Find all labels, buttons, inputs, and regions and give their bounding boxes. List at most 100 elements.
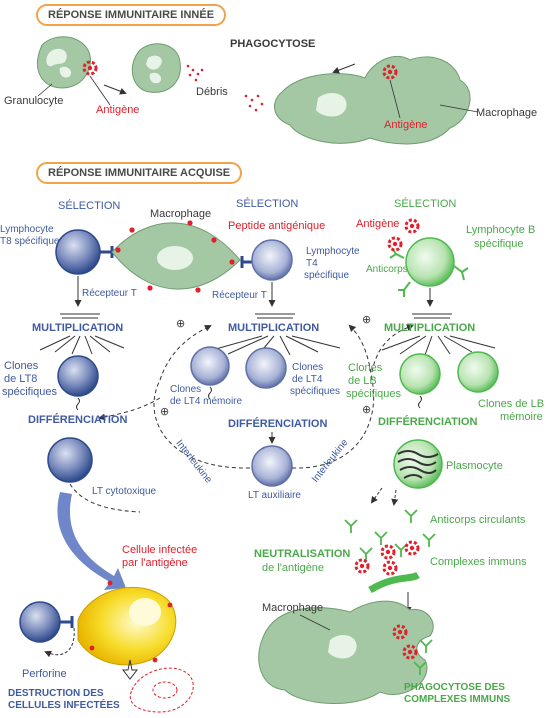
pointer-antigen-right [389,79,401,119]
debris-dots [186,64,264,112]
arrow-plasmocyte-down [370,487,383,504]
immune-complexes [354,540,420,594]
label-debris: Débris [196,86,228,98]
label-clones-lb-2: de LB [348,375,377,387]
arrow-to-macrophage [332,63,356,74]
lymphocyte-t8 [55,229,114,275]
label-lymphocyte-t4-l3: spécifique [304,270,350,281]
label-clones-lb-3: spécifiques [346,388,402,400]
label-selection-center: SÉLECTION [236,198,299,210]
clone-lt4 [245,347,287,389]
macrophage-presenting [111,220,241,293]
label-clones-lt4m-2: de LT4 mémoire [170,396,243,407]
label-clones-lt8-1: Clones [4,360,39,372]
label-clones-lb-mem-2: mémoire [500,411,543,423]
label-recepteur-left: Récepteur T [82,288,137,299]
plasmocyte-cell [393,439,443,489]
plus-sign-1: ⊕ [176,318,186,330]
clone-lt8 [57,355,99,397]
label-antigene-left: Antigène [96,104,140,116]
label-plasmocyte: Plasmocyte [446,460,503,472]
pointer-macrophage [439,104,479,113]
label-lymphocyte-t4-l1: Lymphocyte [306,246,360,257]
label-phago-complexes-1: PHAGOCYTOSE DES [404,682,505,693]
antigen-flower-1 [82,60,98,76]
label-lt-auxiliaire: LT auxiliaire [248,490,301,501]
label-neutralisation-1: NEUTRALISATION [254,548,351,560]
granulocyte-cell [37,36,91,89]
label-recepteur-center: Récepteur T [212,290,267,301]
label-cellule-infectee-1: Cellule infectée [122,544,198,556]
label-neutralisation-2: de l'antigène [262,562,325,574]
label-multiplication-left: MULTIPLICATION [32,322,124,334]
plus-sign-2: ⊕ [362,314,372,326]
big-blue-arrow [57,492,126,590]
label-lymphocyte-t4-l2: T4 [306,258,318,269]
antigen-flower-green-1 [387,236,403,252]
macrophage-bottom [258,600,434,705]
lt-cytotoxic-cell [47,437,93,483]
pointer-macrophage-bottom [299,614,331,631]
label-clones-lb-1: Clones [348,362,383,374]
clone-lt4-memory [190,346,230,386]
label-destruction-2: CELLULES INFECTÉES [8,700,120,711]
fan-right [381,313,496,356]
label-lt-cytotoxique: LT cytotoxique [92,486,157,497]
label-clones-lt4-2: de LT4 [292,374,323,385]
squiggle-left [76,397,80,411]
lt-helper-cell [251,445,293,487]
label-clones-lb-mem-1: Clones de LB [478,398,545,410]
squiggle-center [208,386,212,400]
label-phago-complexes-2: COMPLEXES IMMUNS [404,694,511,705]
label-macrophage-center: Macrophage [150,208,212,220]
lymphocyte-b [389,237,469,297]
label-perforine: Perforine [22,668,67,680]
label-clones-lt4-1: Clones [292,362,324,373]
label-lymphocyte-t8-l2: T8 spécifique [0,236,60,247]
plus-sign-3: ⊕ [160,406,170,418]
section-innate-header: RÉPONSE IMMUNITAIRE INNÉE [36,4,227,26]
arrow-plasmocyte-down-2 [391,489,399,506]
label-differenciation-right: DIFFÉRENCIATION [378,416,478,428]
label-phagocytose: PHAGOCYTOSE [230,38,316,50]
granulocyte-digesting [131,43,181,93]
label-anticorps-circulants: Anticorps circulants [430,514,526,526]
label-macrophage-bottom: Macrophage [262,602,324,614]
pointer-antigen-left [89,75,111,106]
label-anticorps-green: Anticorps [366,264,408,275]
label-lymphocyte-b-l2: spécifique [474,238,524,250]
label-differenciation-left: DIFFÉRENCIATION [28,414,128,426]
circulating-antibodies [344,509,436,561]
label-macrophage-innate: Macrophage [476,107,538,119]
pointer-granulocyte [37,83,53,97]
label-clones-lt4m-1: Clones [170,384,202,395]
squiggle-right [418,395,422,409]
plus-sign-4: ⊕ [362,404,372,416]
label-multiplication-right: MULTIPLICATION [384,322,476,334]
label-peptide: Peptide antigénique [228,220,326,232]
label-antigene-right: Antigène [384,119,428,131]
clone-lb-memory [457,351,499,393]
label-cellule-infectee-2: par l'antigène [122,557,188,569]
label-lymphocyte-t8-l1: Lymphocyte [0,224,54,235]
label-lymphocyte-b-l1: Lymphocyte B [466,224,536,236]
label-destruction-1: DESTRUCTION DES [8,688,104,699]
dashed-loops [69,324,414,513]
fan-center [204,313,341,356]
lymphocyte-t4 [240,239,293,281]
clone-lb [399,353,441,395]
macrophage-innate [274,55,471,145]
label-clones-lt4-3: spécifiques [290,386,341,397]
label-antigene-green: Antigène [356,218,400,230]
label-complexes-immuns: Complexes immuns [430,556,527,568]
label-multiplication-center: MULTIPLICATION [228,322,320,334]
label-clones-lt8-3: spécifiques [2,386,58,398]
antigen-flower-green-2 [404,218,420,234]
fan-left [39,313,125,355]
destruction-scene [19,580,194,713]
label-selection-right: SÉLECTION [394,198,457,210]
label-selection-left: SÉLECTION [58,200,121,212]
section-acquired-header: RÉPONSE IMMUNITAIRE ACQUISE [36,162,243,184]
